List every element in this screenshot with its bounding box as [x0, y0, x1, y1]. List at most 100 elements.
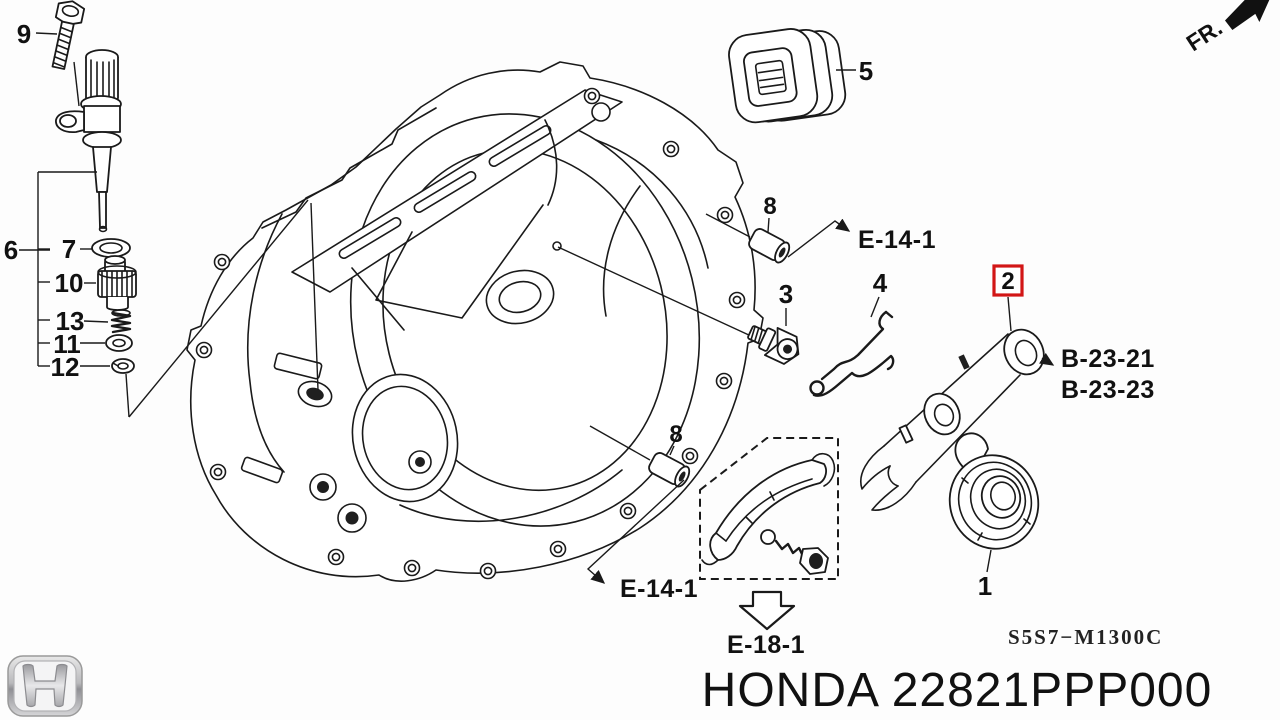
- case-step-edge: [261, 107, 437, 229]
- bolt-hole: [681, 447, 699, 465]
- sensor-shaft-rod: [98, 191, 107, 229]
- locator-wedge-short: [310, 202, 319, 391]
- bolt-hole: [213, 253, 231, 271]
- callout-8bot-dash: [669, 445, 675, 456]
- bearing-bore: [989, 481, 1017, 511]
- hole: [213, 253, 231, 271]
- bolt-hole: [715, 372, 733, 390]
- callout-10-label: 10: [55, 268, 84, 298]
- bell-opening-outer: [349, 113, 701, 527]
- case-rib: [595, 139, 709, 269]
- release-bearing-part: [948, 432, 1040, 550]
- washer-11-part: [105, 334, 133, 352]
- seal-opening-outer: [351, 373, 459, 503]
- ref-e18: E-18-1: [727, 631, 805, 659]
- callout-3-label: 3: [779, 279, 793, 309]
- perimeter-bolt-holes: [195, 87, 746, 580]
- bolt-hole: [583, 87, 601, 105]
- locator-wedge-long: [128, 199, 309, 418]
- dowel-8-bottom-case-line: [589, 425, 651, 461]
- hole-i: [553, 544, 563, 554]
- clip-notch: [112, 362, 119, 367]
- hole-i: [217, 257, 227, 267]
- honda-logo: [7, 655, 83, 717]
- clutch-set-plate-part: [701, 452, 836, 575]
- sensor-mount-bore: [306, 387, 324, 401]
- hole-i: [407, 563, 417, 573]
- case-pad: [273, 352, 323, 380]
- callout-2-label: 2: [1001, 268, 1014, 295]
- dowel-bore: [778, 247, 786, 258]
- bolt-hole: [619, 502, 637, 520]
- flange-slot: [488, 124, 552, 168]
- flange-slot: [338, 216, 402, 260]
- hole: [209, 463, 227, 481]
- bolt-9-part: [51, 0, 86, 70]
- hole: [715, 372, 733, 390]
- hole-i: [623, 506, 633, 516]
- bearing-ring-2: [957, 461, 1033, 541]
- hole: [619, 502, 637, 520]
- front-direction-indicator: FR.: [1182, 0, 1274, 56]
- callout-1-leader: [986, 549, 992, 573]
- hole: [583, 87, 601, 105]
- dowel-8-top-part: [748, 228, 791, 264]
- washer-7-part: [91, 238, 131, 258]
- hole: [403, 559, 421, 577]
- callout-4-dash: [870, 296, 880, 318]
- group-6-bracket: [37, 171, 97, 367]
- spring-coil: [110, 311, 132, 334]
- clip-12-part: [111, 358, 135, 374]
- plate-hook-bottom: [701, 532, 727, 566]
- related-parts-dashed-box: [699, 437, 839, 580]
- fork-mouth-arc: [887, 465, 899, 487]
- spring-13-part: [110, 309, 132, 334]
- release-fork-part: [860, 328, 1045, 511]
- case-outer-silhouette: [186, 61, 764, 582]
- spring-4-part: [809, 310, 895, 397]
- hole-i: [331, 552, 341, 562]
- fork-slot: [898, 424, 914, 444]
- sensor-cap-splines: [90, 59, 115, 101]
- hole: [479, 562, 497, 580]
- grommet-5-part: [728, 28, 847, 124]
- transmission-case-drawing: [186, 61, 764, 582]
- hole: [728, 291, 746, 309]
- spring-top: [111, 309, 131, 317]
- callout-8top-dash: [767, 217, 770, 233]
- gear-teeth: [101, 271, 133, 298]
- case-rib: [602, 185, 641, 317]
- hole: [195, 341, 213, 359]
- bearing-ring-3: [969, 468, 1027, 530]
- case-rib: [544, 119, 558, 206]
- case-rib: [351, 267, 405, 331]
- washer-7-hole: [99, 242, 123, 254]
- plate-notches: [745, 491, 775, 524]
- case-rib: [375, 204, 544, 319]
- hole-i: [719, 376, 729, 386]
- gear-10-part: [97, 255, 137, 311]
- bolt-threads: [52, 26, 73, 68]
- gear-hub-top: [104, 255, 126, 265]
- plate-body: [709, 459, 827, 561]
- bolt-hole: [728, 291, 746, 309]
- flange-slot: [413, 170, 477, 214]
- bolt3-collar: [758, 327, 777, 352]
- bolt-hole: [549, 540, 567, 558]
- ref-b23-21: B-23-21: [1061, 345, 1155, 373]
- bolt3-socket: [783, 344, 793, 354]
- bolt-hole: [479, 562, 497, 580]
- b23-leader: [1038, 352, 1055, 366]
- callout-8bot-label: 8: [669, 421, 682, 448]
- washer-11-hole: [112, 338, 126, 348]
- bell-inner-arc: [399, 469, 623, 522]
- callout-7-label: 7: [62, 234, 76, 264]
- grommet-opening: [743, 47, 798, 107]
- hole: [681, 447, 699, 465]
- spring4-arm-lower: [812, 354, 895, 397]
- hole-i: [213, 467, 223, 477]
- seal-opening-inner: [361, 385, 449, 491]
- hole: [549, 540, 567, 558]
- callout-6-label: 6: [4, 235, 18, 265]
